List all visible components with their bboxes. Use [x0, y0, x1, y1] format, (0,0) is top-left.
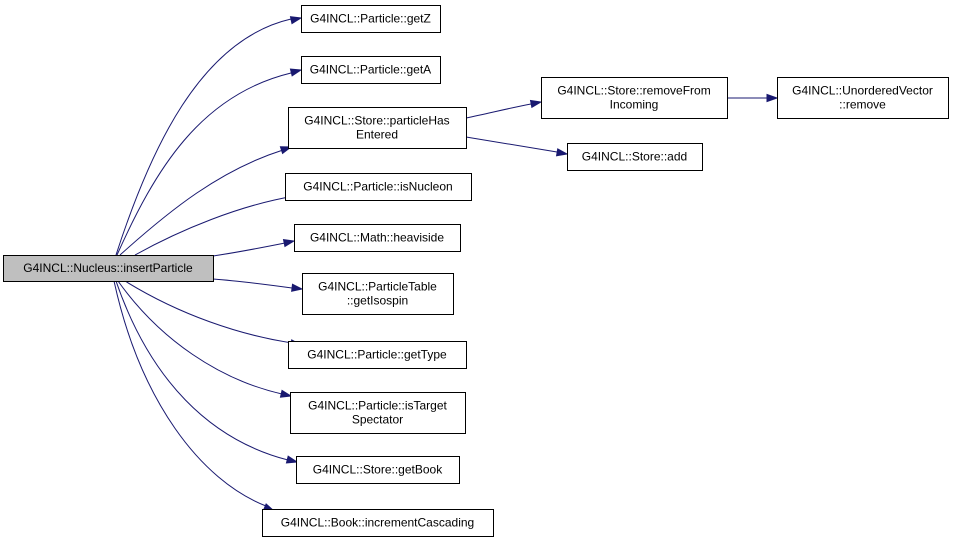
- node-label: G4INCL::Particle::isTarget: [308, 399, 447, 413]
- node-label: G4INCL::Store::getBook: [313, 463, 443, 477]
- arrowhead-icon: [766, 93, 779, 103]
- node-label: Entered: [356, 128, 398, 142]
- node-label: G4INCL::Particle::getA: [310, 63, 431, 77]
- node-root[interactable]: G4INCL::Nucleus::insertParticle: [3, 255, 214, 282]
- edge-line: [115, 280, 289, 461]
- node-label: G4INCL::ParticleTable: [318, 280, 437, 294]
- arrowhead-icon: [289, 68, 303, 77]
- node-label: G4INCL::Particle::getType: [307, 348, 447, 362]
- node-box[interactable]: [302, 273, 454, 315]
- edge-line: [212, 242, 286, 257]
- node-label: G4INCL::Store::add: [582, 150, 687, 164]
- arrowhead-icon: [289, 16, 303, 25]
- root-node-box[interactable]: [3, 255, 214, 282]
- node-label: Incoming: [610, 98, 659, 112]
- edge-line: [113, 280, 267, 507]
- node-label: G4INCL::Math::heaviside: [310, 231, 444, 245]
- edge-root-to-getBook: [115, 280, 299, 464]
- node-label: G4INCL::Particle::isNucleon: [303, 180, 452, 194]
- edge-root-to-heaviside: [212, 239, 296, 257]
- node-label: G4INCL::Store::particleHas: [304, 114, 449, 128]
- node-box[interactable]: [296, 456, 460, 484]
- node-uvRemove[interactable]: G4INCL::UnorderedVector::remove: [777, 77, 949, 119]
- edge-root-to-isNucleon: [134, 192, 306, 256]
- node-getA[interactable]: G4INCL::Particle::getA: [301, 56, 441, 84]
- edge-root-to-particleHasEntered: [119, 146, 293, 256]
- node-box[interactable]: [288, 107, 467, 149]
- node-box[interactable]: [777, 77, 949, 119]
- edge-line: [134, 195, 296, 256]
- edge-root-to-getZ: [115, 16, 303, 256]
- node-getZ[interactable]: G4INCL::Particle::getZ: [301, 5, 441, 33]
- node-incrementCascading[interactable]: G4INCL::Book::incrementCascading: [262, 509, 494, 537]
- node-label: G4INCL::Store::removeFrom: [557, 84, 710, 98]
- edge-connector: [264, 505, 267, 508]
- edge-root-to-isTargetSpectator: [117, 280, 293, 398]
- edge-line: [115, 18, 292, 256]
- edge-particleHasEntered-to-removeFromIncoming: [465, 99, 543, 119]
- node-box[interactable]: [262, 509, 494, 537]
- edge-root-to-getIsospin: [212, 278, 304, 292]
- arrowhead-icon: [291, 283, 304, 292]
- arrowhead-icon: [279, 389, 293, 398]
- node-label: ::remove: [839, 98, 886, 112]
- edge-line: [212, 278, 293, 289]
- node-storeAdd[interactable]: G4INCL::Store::add: [567, 143, 703, 171]
- node-label: G4INCL::Particle::getZ: [310, 12, 431, 26]
- edge-line: [117, 280, 283, 395]
- edge-root-to-getType: [124, 280, 303, 348]
- node-label: ::getIsospin: [347, 294, 408, 308]
- arrowhead-icon: [555, 148, 569, 157]
- node-box[interactable]: [567, 143, 703, 171]
- node-label: Spectator: [352, 413, 403, 427]
- node-label: G4INCL::Book::incrementCascading: [281, 516, 474, 530]
- node-label: G4INCL::UnorderedVector: [792, 84, 933, 98]
- node-getIsospin[interactable]: G4INCL::ParticleTable::getIsospin: [302, 273, 454, 315]
- node-box[interactable]: [301, 5, 441, 33]
- edge-line: [116, 72, 292, 256]
- edge-line: [119, 149, 284, 256]
- node-isNucleon[interactable]: G4INCL::Particle::isNucleon: [285, 173, 472, 201]
- edge-particleHasEntered-to-storeAdd: [465, 136, 569, 157]
- node-heaviside[interactable]: G4INCL::Math::heaviside: [294, 224, 461, 252]
- node-box[interactable]: [294, 224, 461, 252]
- node-label: G4INCL::Nucleus::insertParticle: [23, 261, 193, 275]
- edge-line: [465, 103, 532, 119]
- node-box[interactable]: [288, 341, 467, 369]
- node-getType[interactable]: G4INCL::Particle::getType: [288, 341, 467, 369]
- edge-root-to-getA: [116, 68, 303, 256]
- node-box[interactable]: [290, 392, 466, 434]
- edge-removeFromIncoming-to-uvRemove: [727, 93, 779, 103]
- node-getBook[interactable]: G4INCL::Store::getBook: [296, 456, 460, 484]
- arrowhead-icon: [282, 239, 296, 248]
- arrowhead-icon: [529, 99, 543, 109]
- edge-line: [465, 136, 558, 153]
- node-box[interactable]: [285, 173, 472, 201]
- node-box[interactable]: [541, 77, 728, 119]
- edge-line: [124, 280, 293, 344]
- node-box[interactable]: [301, 56, 441, 84]
